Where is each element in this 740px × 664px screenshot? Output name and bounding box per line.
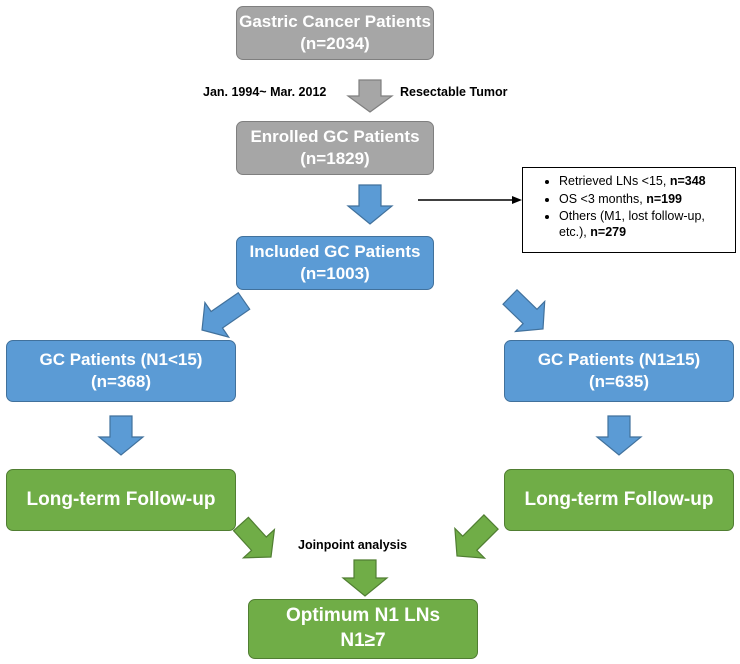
diagonal-arrow-icon	[201, 291, 251, 339]
diagonal-arrow-icon	[502, 288, 546, 333]
down-arrow-icon	[346, 79, 394, 113]
box-count: (n=2034)	[300, 34, 370, 53]
exclusion-criteria-box: Retrieved LNs <15, n=348 OS <3 months, n…	[522, 167, 736, 253]
diagonal-arrow-icon	[232, 516, 276, 559]
box-title: Long-term Follow-up	[524, 488, 714, 510]
box-count: (n=1829)	[300, 149, 370, 168]
box-title: GC Patients (N1≥15)	[537, 349, 701, 369]
optimum-n1-lns-box: Optimum N1 LNs N1≥7	[248, 599, 478, 659]
box-title: Included GC Patients	[249, 241, 421, 261]
enrolled-gc-patients-box: Enrolled GC Patients (n=1829)	[236, 121, 434, 175]
box-title: Gastric Cancer Patients	[239, 11, 431, 31]
exclusion-item: OS <3 months, n=199	[559, 192, 729, 208]
down-arrow-icon	[341, 559, 389, 597]
box-count: (n=635)	[589, 372, 649, 391]
joinpoint-analysis-label: Joinpoint analysis	[298, 538, 408, 552]
gastric-cancer-patients-box: Gastric Cancer Patients (n=2034)	[236, 6, 434, 60]
exclusion-item: Others (M1, lost follow-up, etc.), n=279	[559, 209, 729, 240]
box-title: Enrolled GC Patients	[250, 126, 420, 146]
gc-patients-n1-ge15-box: GC Patients (N1≥15) (n=635)	[504, 340, 734, 402]
long-term-follow-up-left-box: Long-term Follow-up	[6, 469, 236, 531]
box-title: Optimum N1 LNs	[285, 605, 441, 627]
box-title: Long-term Follow-up	[26, 488, 216, 510]
box-value: N1≥7	[340, 630, 386, 651]
down-arrow-icon	[346, 184, 394, 225]
diagonal-arrow-icon	[454, 514, 499, 559]
exclusion-arrow-head	[512, 196, 522, 204]
date-range-label: Jan. 1994~ Mar. 2012	[203, 85, 327, 99]
box-count: (n=1003)	[300, 264, 370, 283]
gc-patients-n1-lt15-box: GC Patients (N1<15) (n=368)	[6, 340, 236, 402]
down-arrow-icon	[595, 415, 643, 456]
box-title: GC Patients (N1<15)	[39, 349, 203, 369]
long-term-follow-up-right-box: Long-term Follow-up	[504, 469, 734, 531]
down-arrow-icon	[97, 415, 145, 456]
exclusion-item: Retrieved LNs <15, n=348	[559, 174, 729, 190]
resectable-tumor-label: Resectable Tumor	[400, 85, 508, 99]
box-count: (n=368)	[91, 372, 151, 391]
included-gc-patients-box: Included GC Patients (n=1003)	[236, 236, 434, 290]
